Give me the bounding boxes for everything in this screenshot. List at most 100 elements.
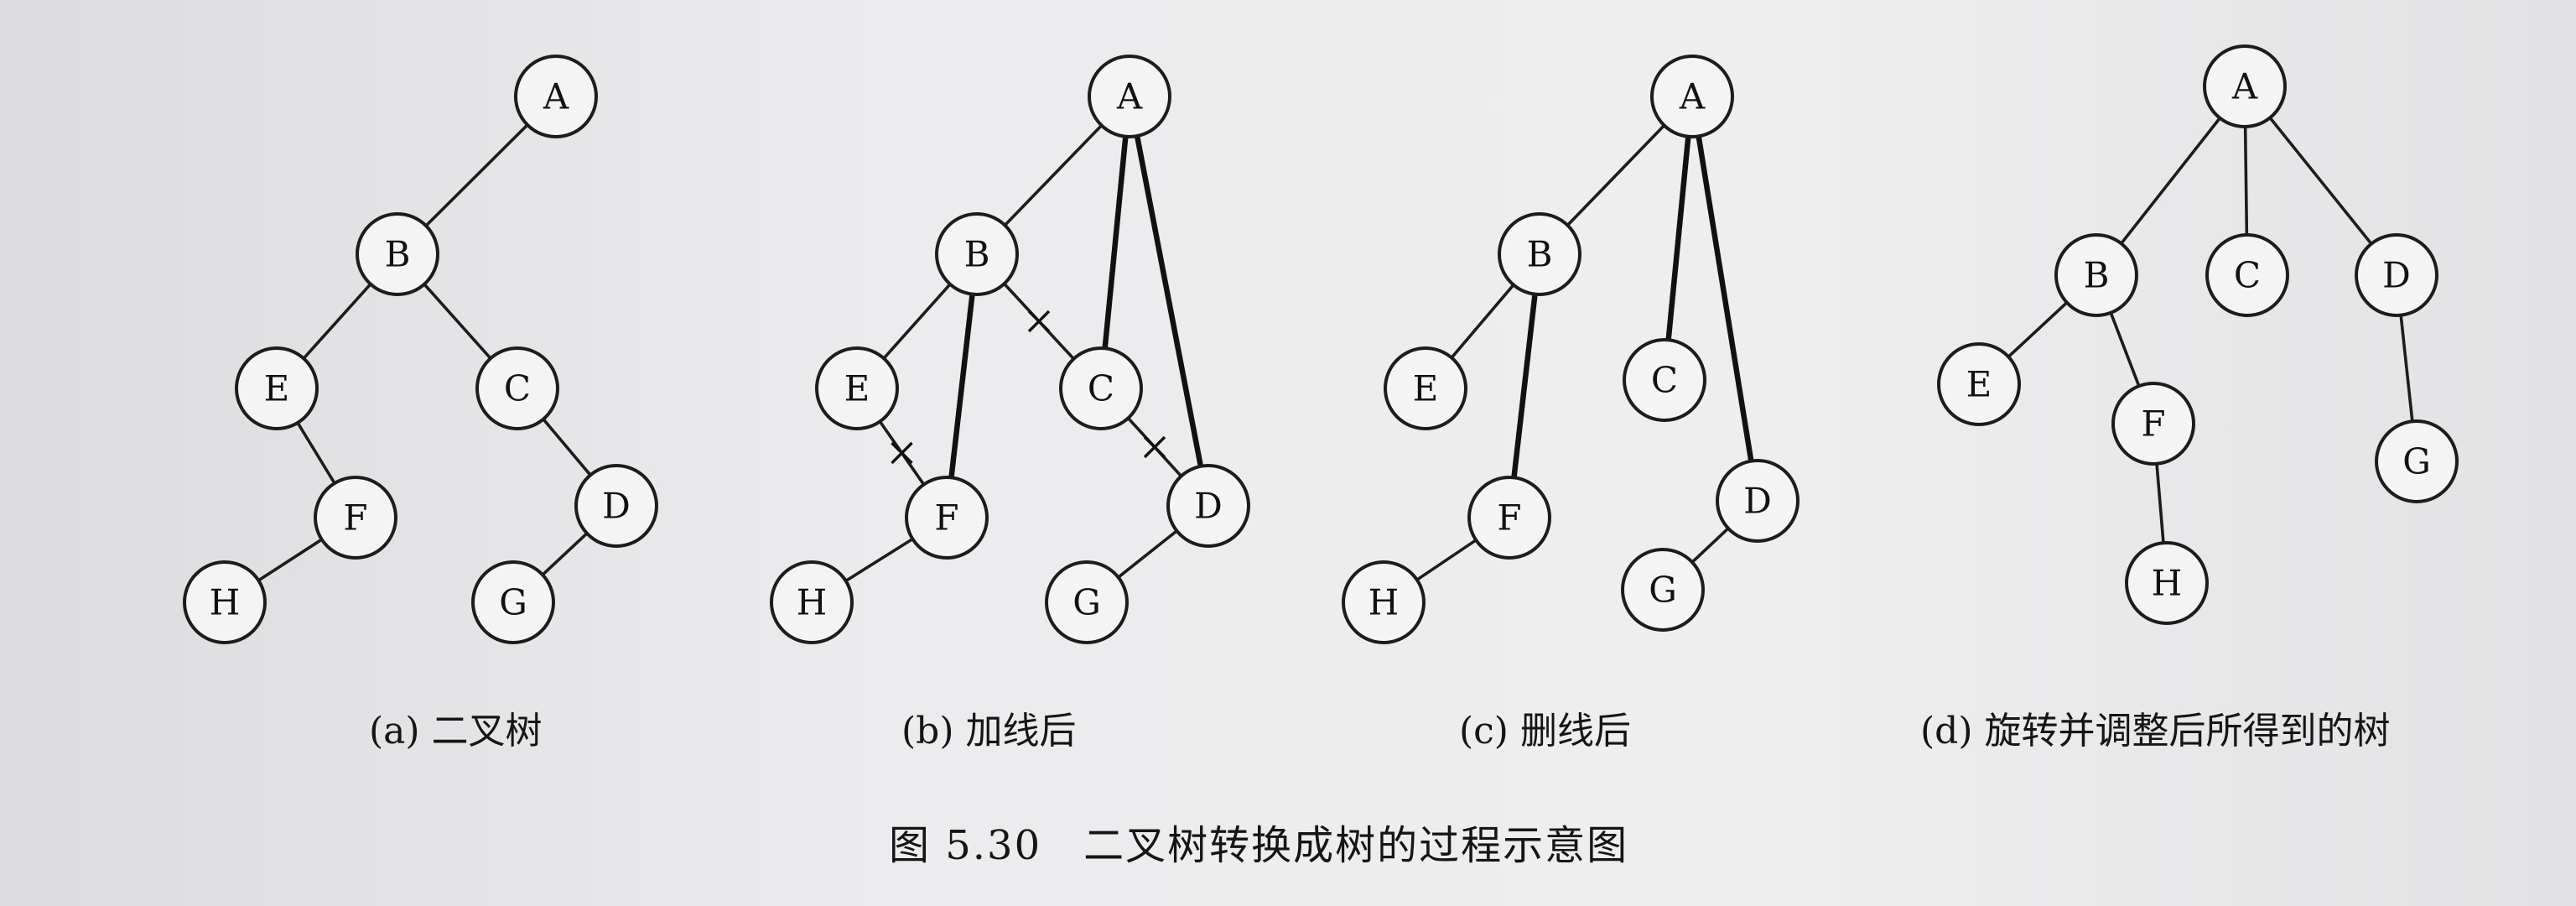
caption-panel-c: (c) 删线后: [1459, 710, 1631, 752]
node-c-B: B: [1498, 212, 1581, 296]
node-c-G: G: [1621, 548, 1705, 632]
node-label: B: [1527, 234, 1553, 275]
node-c-H: H: [1342, 560, 1426, 644]
edge-b-FH: [844, 537, 914, 583]
node-a-G: G: [471, 560, 555, 644]
node-label: C: [1088, 368, 1114, 409]
cut-stroke: [1143, 435, 1166, 459]
node-d-H: H: [2125, 541, 2209, 625]
caption-panel-a: (a) 二叉树: [369, 710, 543, 752]
edge-c-DG: [1690, 527, 1730, 564]
edge-d-FH: [2155, 463, 2165, 544]
node-circle: [1716, 459, 1800, 543]
edge-d-AC: [2243, 126, 2249, 236]
edge-a-CD: [542, 418, 592, 476]
edge-b-DG: [1117, 529, 1178, 579]
cut-mark-b-EF: [891, 441, 913, 465]
node-circle: [2054, 233, 2138, 317]
node-label: E: [844, 368, 870, 409]
node-b-A: A: [1088, 55, 1171, 138]
node-label: E: [1966, 364, 1992, 405]
node-d-E: E: [1937, 342, 2021, 426]
node-label: E: [1413, 368, 1439, 409]
edge-a-DG: [541, 532, 589, 576]
node-label: B: [385, 234, 411, 275]
node-circle: [1384, 346, 1467, 430]
caption-panel-b: (b) 加线后: [901, 710, 1077, 752]
edge-c-BE: [1450, 284, 1515, 359]
node-label: H: [210, 582, 241, 623]
node-circle: [2125, 541, 2209, 625]
node-circle: [2355, 233, 2438, 317]
caption-panel-d: (d) 旋转并调整后所得到的树: [1920, 710, 2391, 752]
node-c-C: C: [1623, 338, 1706, 422]
edge-a-AB: [424, 123, 529, 227]
node-circle: [1623, 338, 1706, 422]
node-circle: [1467, 476, 1551, 560]
node-circle: [1342, 560, 1426, 644]
node-b-B: B: [935, 212, 1019, 296]
node-circle: [514, 55, 598, 138]
node-circle: [1621, 548, 1705, 632]
edges-layer: [257, 117, 2414, 583]
node-circle: [235, 346, 319, 430]
node-label: D: [2382, 255, 2411, 296]
cut-marks-layer: [891, 310, 1166, 465]
node-a-C: C: [475, 346, 559, 430]
node-d-B: B: [2054, 233, 2138, 317]
edge-a-FH: [257, 538, 323, 582]
edge-b-AB: [1004, 124, 1103, 226]
node-a-A: A: [514, 55, 598, 138]
node-circle: [314, 476, 397, 560]
node-label: D: [602, 486, 631, 527]
node-label: H: [2152, 563, 2183, 604]
edge-a-EF: [296, 422, 336, 484]
node-d-C: C: [2205, 233, 2289, 317]
added-edge-b-BF: [948, 294, 975, 478]
node-circle: [1937, 342, 2021, 426]
node-label: G: [499, 582, 527, 623]
node-circle: [471, 560, 555, 644]
node-c-D: D: [1716, 459, 1800, 543]
node-label: D: [1743, 481, 1772, 522]
node-a-F: F: [314, 476, 397, 560]
node-circle: [1088, 55, 1171, 138]
node-label: F: [2141, 404, 2165, 445]
node-circle: [1498, 212, 1581, 296]
node-label: B: [2084, 255, 2110, 296]
node-label: E: [264, 368, 290, 409]
edge-c-AB: [1566, 124, 1665, 226]
node-circle: [815, 346, 899, 430]
cut-stroke: [1027, 310, 1051, 333]
node-label: F: [1497, 497, 1521, 539]
node-circle: [2375, 419, 2459, 503]
node-label: G: [2402, 441, 2431, 482]
node-c-F: F: [1467, 476, 1551, 560]
node-circle: [475, 346, 559, 430]
node-circle: [356, 212, 439, 296]
node-d-D: D: [2355, 233, 2438, 317]
node-label: G: [1072, 582, 1101, 623]
node-circle: [2205, 233, 2289, 317]
node-label: A: [543, 76, 569, 117]
node-label: F: [934, 497, 958, 539]
node-circle: [2203, 44, 2287, 128]
node-circle: [1059, 346, 1143, 430]
figure-caption: 图 5.30 二叉树转换成树的过程示意图: [889, 822, 1629, 869]
node-label: A: [1116, 76, 1143, 117]
edge-d-AB: [2120, 117, 2221, 245]
node-c-A: A: [1650, 55, 1734, 138]
node-b-F: F: [905, 476, 989, 560]
node-circle: [183, 560, 267, 644]
edge-a-BE: [302, 283, 372, 360]
node-circle: [935, 212, 1019, 296]
node-label: F: [343, 497, 367, 539]
node-label: C: [504, 368, 531, 409]
edge-a-BC: [423, 283, 492, 360]
node-b-D: D: [1166, 464, 1250, 548]
edge-b-BE: [882, 283, 952, 360]
node-b-E: E: [815, 346, 899, 430]
